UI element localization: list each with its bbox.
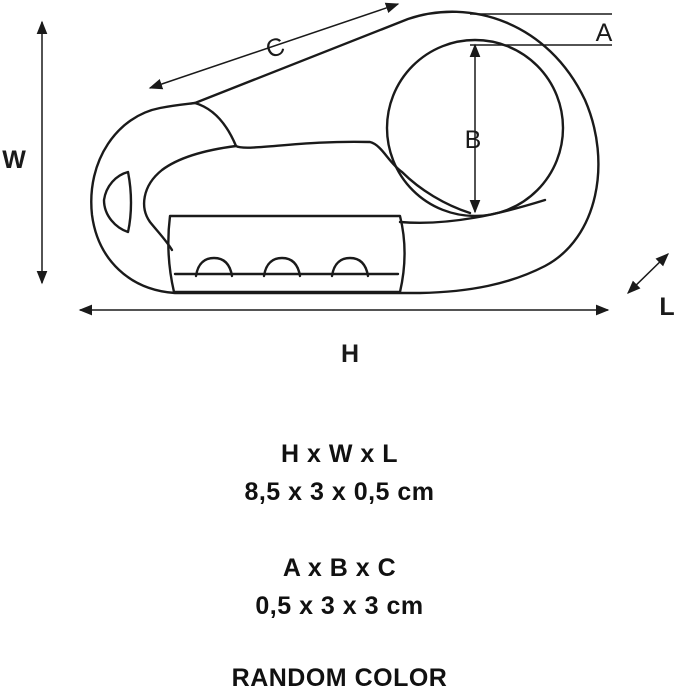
label-a: A [596,19,613,47]
label-h: H [341,340,359,368]
label-c: C [262,32,288,64]
spec-hwl-header: H x W x L [280,440,398,468]
eye-hole [102,170,133,234]
label-b: B [465,126,482,154]
color-note: RANDOM COLOR [231,664,448,692]
label-l: L [659,293,674,321]
label-w: W [2,146,26,174]
gate-upper-edge [193,101,472,215]
spec-abc-header: A x B x C [282,554,397,582]
carabiner-diagram: C A B W H L [2,2,675,368]
gate-lower-line [398,198,547,224]
dim-c-arrow [148,2,400,90]
gate-sleeve [167,214,406,294]
sleeve-notch-3 [330,256,370,278]
dim-l-arrow [627,253,669,294]
spec-hwl-values: 8,5 x 3 x 0,5 cm [244,478,435,506]
sleeve-notch-1 [194,256,234,278]
spec-abc-values: 0,5 x 3 x 3 cm [255,592,424,620]
carabiner-outline [90,10,600,295]
round-opening [385,38,565,218]
body-inner-curve [143,144,238,252]
sleeve-notch-2 [262,256,302,278]
